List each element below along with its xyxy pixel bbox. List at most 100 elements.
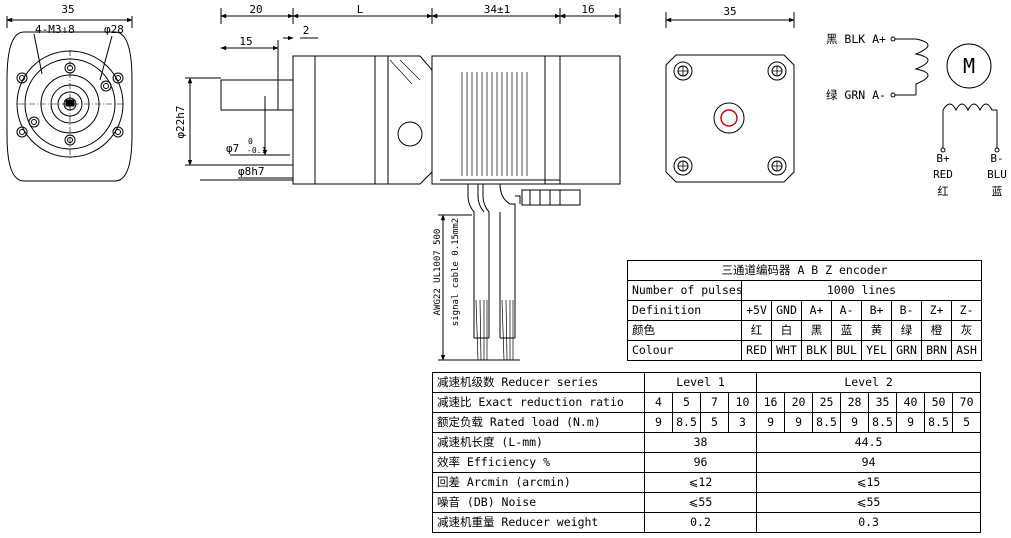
load-cell: 8.5	[868, 412, 898, 433]
load-cell: 9	[840, 412, 870, 433]
reducer-table: 减速机级数 Reducer series Level 1 Level 2 减速比…	[432, 372, 982, 533]
length-l2: 44.5	[756, 432, 982, 453]
length-label: 减速机长度 (L-mm)	[432, 432, 645, 453]
colour-en-cell: BRN	[921, 340, 952, 361]
colour-en-cell: RED	[741, 340, 772, 361]
side-view	[185, 8, 621, 361]
rear-width-dim: 35	[723, 5, 736, 18]
color-cn-cell: 蓝	[831, 320, 862, 341]
color-cn-label: 颜色	[627, 320, 742, 341]
ratio-cell: 16	[756, 392, 786, 413]
noise-l2: ⩽55	[756, 492, 982, 513]
reducer-length-row: 减速机长度 (L-mm) 38 44.5	[432, 432, 982, 453]
load-cell: 8.5	[672, 412, 701, 433]
definition-cell: Z+	[921, 300, 952, 321]
ratio-cell: 28	[840, 392, 870, 413]
reducer-efficiency-row: 效率 Efficiency % 96 94	[432, 452, 982, 473]
load-cell: 5	[952, 412, 982, 433]
encoder-title: 三通道编码器 A B Z encoder	[626, 260, 983, 281]
load-cell: 9	[784, 412, 814, 433]
winding-lines	[461, 72, 528, 176]
front-width-dim: 35	[61, 3, 74, 16]
noise-label: 噪音 (DB) Noise	[432, 492, 645, 513]
encoder-table: 三通道编码器 A B Z encoder Number of pulses 10…	[626, 260, 983, 361]
definition-cell: A+	[801, 300, 832, 321]
colour-en-cell: BLK	[801, 340, 832, 361]
definition-label: Definition	[627, 300, 742, 321]
backlash-l2: ⩽15	[756, 472, 982, 493]
ratio-cell: 25	[812, 392, 842, 413]
ratio-cell: 5	[672, 392, 701, 413]
load-cell: 5	[700, 412, 729, 433]
front-view	[6, 16, 133, 182]
color-cn-cell: 红	[741, 320, 772, 341]
encoder-definition-row: Definition +5V GND A+ A- B+ B- Z+ Z-	[627, 300, 983, 321]
rear-view	[665, 12, 795, 183]
colour-en-label: Colour	[627, 340, 742, 361]
front-holes-label: 4-M3↓8	[35, 23, 75, 36]
backlash-l1: ⩽12	[643, 472, 758, 493]
definition-cell: B+	[861, 300, 892, 321]
definition-cell: B-	[891, 300, 922, 321]
load-cell: 3	[727, 412, 758, 433]
backlash-label: 回差 Arcmin (arcmin)	[432, 472, 645, 493]
dim-20: 20	[249, 3, 262, 16]
colour-en-cell: WHT	[771, 340, 802, 361]
weight-label: 减速机重量 Reducer weight	[432, 512, 645, 533]
reducer-load-row: 额定负载 Rated load (N.m) 9 8.5 5 3 9 9 8.5 …	[432, 412, 982, 433]
motor-symbol: M	[963, 54, 975, 78]
load-cell: 9	[756, 412, 786, 433]
weight-l2: 0.3	[756, 512, 982, 533]
wire-a-plus-label: 黑 BLK A+	[826, 32, 886, 46]
colour-en-cell: BUL	[831, 340, 862, 361]
ratio-cell: 10	[727, 392, 758, 413]
reducer-backlash-row: 回差 Arcmin (arcmin) ⩽12 ⩽15	[432, 472, 982, 493]
color-cn-cell: 黄	[861, 320, 892, 341]
ratio-cell: 20	[784, 392, 814, 413]
colour-en-cell: GRN	[891, 340, 922, 361]
level1-header: Level 1	[643, 372, 758, 393]
efficiency-l2: 94	[756, 452, 982, 473]
reducer-weight-row: 减速机重量 Reducer weight 0.2 0.3	[432, 512, 982, 533]
encoder-colour-en-row: Colour RED WHT BLK BUL YEL GRN BRN ASH	[627, 340, 983, 361]
definition-cell: A-	[831, 300, 862, 321]
dim-phi22: φ22h7	[174, 105, 187, 138]
dim-phi7-tol-lower: -0.1	[247, 146, 266, 155]
colour-en-cell: ASH	[950, 340, 983, 361]
front-diameter-label: φ28	[104, 23, 124, 36]
load-cell: 9	[896, 412, 926, 433]
length-l1: 38	[643, 432, 758, 453]
pulses-value: 1000 lines	[740, 280, 983, 301]
color-cn-cell: 黑	[801, 320, 832, 341]
level2-header: Level 2	[756, 372, 982, 393]
load-label: 额定负载 Rated load (N.m)	[432, 412, 645, 433]
wire-b-minus-label: B-	[990, 152, 1003, 165]
dim-2: 2	[303, 24, 310, 37]
noise-l1: ⩽55	[643, 492, 758, 513]
color-cn-cell: 绿	[891, 320, 922, 341]
color-cn-cell: 白	[771, 320, 802, 341]
pulses-label: Number of pulses	[627, 280, 742, 301]
wire-b-minus-color-cn: 蓝	[992, 185, 1003, 198]
load-cell: 8.5	[924, 412, 954, 433]
ratio-cell: 70	[952, 392, 982, 413]
dim-phi7: φ7	[226, 142, 239, 155]
series-label: 减速机级数 Reducer series	[432, 372, 645, 393]
wire-b-minus-color-en: BLU	[987, 168, 1007, 181]
efficiency-l1: 96	[643, 452, 758, 473]
encoder-color-cn-row: 颜色 红 白 黑 蓝 黄 绿 橙 灰	[627, 320, 983, 341]
reducer-ratio-row: 减速比 Exact reduction ratio 4 5 7 10 16 20…	[432, 392, 982, 413]
encoder-pulses-row: Number of pulses 1000 lines	[627, 280, 983, 301]
ratio-cell: 7	[700, 392, 729, 413]
ratio-cell: 40	[896, 392, 926, 413]
dim-15: 15	[239, 35, 252, 48]
wire-b-plus-color-en: RED	[933, 168, 953, 181]
load-cell: 9	[644, 412, 673, 433]
reducer-series-row: 减速机级数 Reducer series Level 1 Level 2	[432, 372, 982, 393]
color-cn-cell: 灰	[950, 320, 983, 341]
wiring-diagram	[890, 36, 1000, 153]
definition-cell: Z-	[950, 300, 983, 321]
encoder-title-row: 三通道编码器 A B Z encoder	[626, 260, 983, 281]
load-cell: 8.5	[812, 412, 842, 433]
weight-l1: 0.2	[643, 512, 758, 533]
